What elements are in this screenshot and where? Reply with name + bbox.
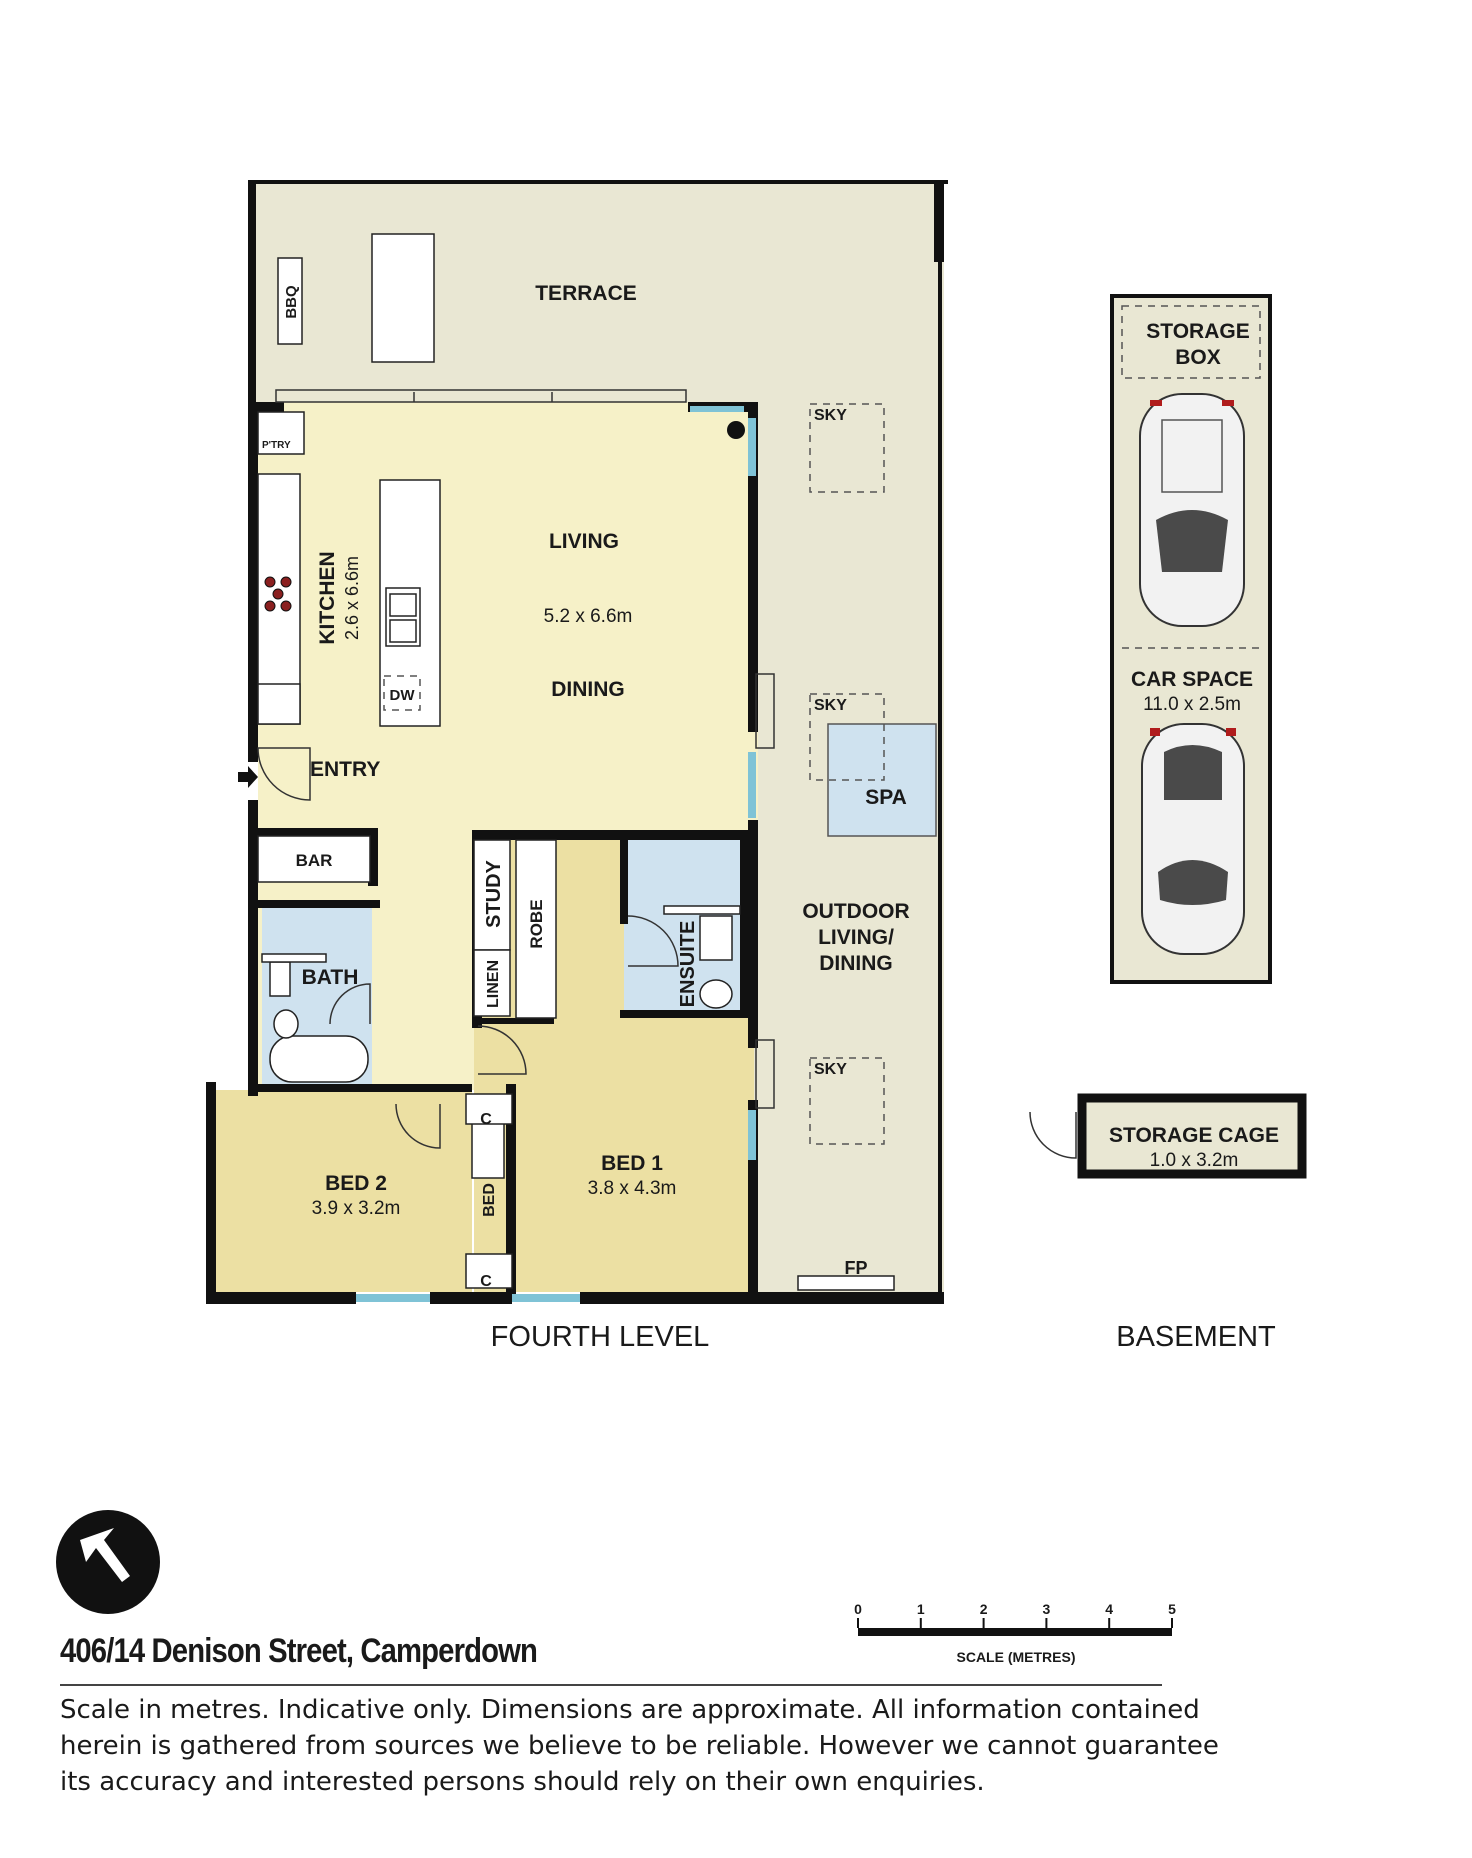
sliding-doors (275, 389, 775, 1109)
car-space-label: CAR SPACE (1131, 668, 1253, 691)
scale-bar (858, 1628, 1172, 1636)
property-address: 406/14 Denison Street, Camperdown (60, 1632, 538, 1670)
fourth-level-caption: FOURTH LEVEL (491, 1321, 710, 1353)
spa-label: SPA (865, 786, 907, 809)
scale-ticks: 0 1 2 3 4 5 (854, 1601, 1176, 1628)
living-dims: 5.2 x 6.6m (544, 606, 633, 627)
outdoor-label-1: OUTDOOR (802, 900, 909, 923)
kitchen-fixtures (257, 411, 745, 727)
outdoor-table (371, 233, 435, 363)
car-top-icon-2 (1141, 723, 1245, 955)
skylight-label-2: SKY (814, 697, 847, 714)
fireplace-label: FP (844, 1258, 867, 1278)
bed-label: BED (481, 1183, 498, 1217)
entry-arrow-icon (238, 766, 258, 788)
living-floor (258, 402, 758, 830)
bed2-dims: 3.9 x 3.2m (312, 1198, 401, 1219)
cupboard-label-2: C (480, 1273, 492, 1290)
scale-tick-label: 5 (1168, 1601, 1176, 1617)
outdoor-floor (754, 402, 944, 1292)
outdoor-label-2: LIVING/ (818, 926, 894, 949)
basement-caption: BASEMENT (1116, 1321, 1276, 1353)
skylight-label-3: SKY (814, 1061, 847, 1078)
scale-tick-label: 1 (917, 1601, 925, 1617)
scale-tick-label: 2 (980, 1601, 988, 1617)
car-top-icon (1139, 393, 1245, 627)
ensuite-fixtures (663, 905, 741, 1009)
outdoor-label-3: DINING (819, 952, 893, 975)
entry-label: ENTRY (310, 758, 380, 781)
north-compass-icon (56, 1510, 160, 1614)
linen-label: LINEN (485, 960, 502, 1008)
storage-cage-label: STORAGE CAGE (1109, 1124, 1279, 1147)
study-label: STUDY (483, 859, 505, 927)
study-robe-linen (465, 839, 557, 1289)
pantry-label: P'TRY (262, 440, 291, 451)
storage-cage-dims: 1.0 x 3.2m (1150, 1150, 1239, 1171)
skylight-3 (809, 1057, 885, 1145)
skylight-1 (809, 403, 885, 493)
kitchen-dims: 2.6 x 6.6m (342, 556, 362, 640)
kitchen-label: KITCHEN (316, 551, 339, 644)
scale-tick-label: 0 (854, 1601, 862, 1617)
bed1-label: BED 1 (601, 1152, 663, 1175)
scale-tick-label: 4 (1105, 1601, 1113, 1617)
bbq-label: BBQ (283, 285, 300, 319)
disclaimer-text: Scale in metres. Indicative only. Dimens… (60, 1695, 1219, 1797)
fireplace (797, 1275, 895, 1291)
car-space-dims: 11.0 x 2.5m (1143, 694, 1241, 715)
bath-label: BATH (302, 966, 359, 989)
ensuite-label: ENSUITE (677, 921, 699, 1008)
storage-box-outline (1121, 305, 1261, 379)
scale-tick-label: 3 (1043, 1601, 1051, 1617)
terrace-label: TERRACE (535, 282, 637, 305)
dishwasher-label: DW (390, 687, 416, 704)
bbq-counter (277, 257, 303, 345)
footer-divider (60, 1684, 1162, 1686)
storage-box-label-1: STORAGE (1146, 320, 1249, 343)
bath-fixtures (261, 953, 369, 1083)
storage-cage (1077, 1093, 1307, 1179)
living-label: LIVING (549, 530, 619, 553)
bed2-label: BED 2 (325, 1172, 387, 1195)
skylight-2 (809, 693, 885, 781)
scale-caption: SCALE (METRES) (957, 1649, 1076, 1665)
dining-label: DINING (551, 678, 625, 701)
terrace-floor (254, 180, 944, 402)
cupboard-label-1: C (480, 1111, 492, 1128)
bar-counter (257, 835, 371, 883)
robe-label: ROBE (527, 899, 546, 948)
skylight-label-1: SKY (814, 407, 847, 424)
bar-label: BAR (296, 851, 333, 870)
windows (356, 406, 756, 1302)
storage-box-label-2: BOX (1175, 346, 1221, 369)
bed1-dims: 3.8 x 4.3m (588, 1178, 677, 1199)
door-swings (257, 747, 1077, 1159)
bed2-floor (214, 1090, 472, 1292)
